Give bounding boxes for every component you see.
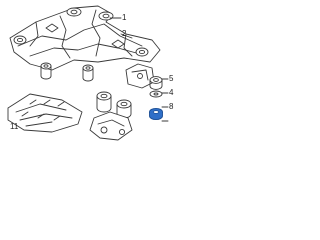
callout-2: 2 — [122, 29, 127, 38]
callout-5: 5 — [169, 74, 174, 83]
bushing-part-5 — [149, 76, 163, 90]
bushing-left — [40, 62, 52, 80]
lower-link — [89, 111, 133, 141]
subframe — [9, 5, 161, 71]
callout-8: 8 — [169, 102, 174, 111]
bushing-lower-left — [96, 91, 112, 113]
callout-11: 11 — [10, 122, 19, 131]
washer-part-4 — [149, 90, 163, 98]
diagram-drawing — [7, 5, 169, 141]
highlighted-bushing-part-8 — [149, 107, 163, 121]
underbody-shield — [7, 93, 83, 133]
parts-diagram: 1 2 5 4 8 11 — [0, 0, 200, 147]
callout-1: 1 — [122, 13, 127, 22]
callout-4: 4 — [169, 88, 174, 97]
bushing-center — [82, 64, 94, 82]
